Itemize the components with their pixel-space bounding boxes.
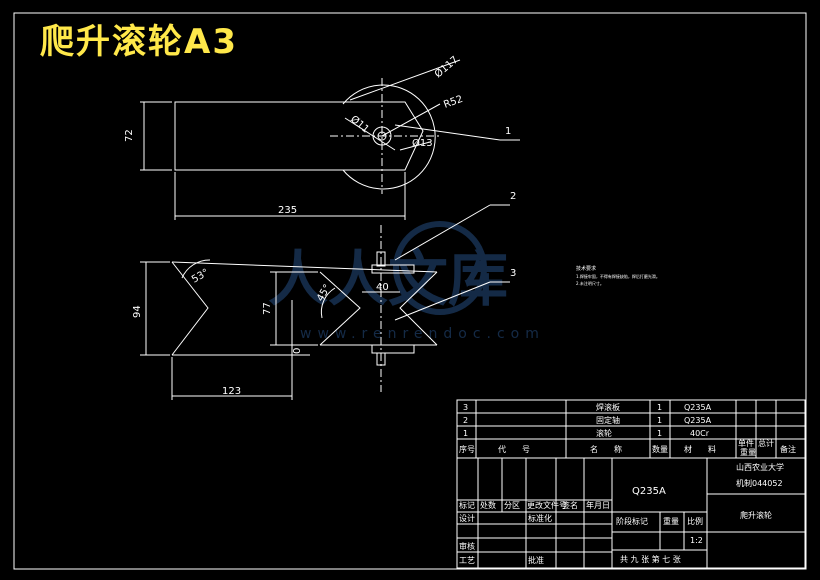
svg-text:名 称: 名 称 [590, 444, 622, 454]
technical-notes: 技术要求 1.焊接牢固，不得有焊接缺陷，焊后打磨光滑。 2.未注明尺寸。 [576, 265, 660, 286]
svg-text:材 料: 材 料 [684, 444, 716, 454]
drawing-title: 爬升滚轮A3 [40, 22, 238, 62]
org-line1: 山西农业大学 [736, 462, 784, 472]
dim-radius: R52 [442, 94, 464, 111]
notes-line1: 1.焊接牢固，不得有焊接缺陷，焊后打磨光滑。 [576, 273, 660, 279]
dim-height-top: 72 [124, 129, 135, 142]
svg-text:重量: 重量 [740, 447, 756, 457]
svg-text:分区: 分区 [504, 501, 520, 510]
org-line2: 机制044052 [736, 478, 783, 488]
watermark-text: 人人文库 [268, 245, 508, 315]
dim-angle-left: 53° [190, 267, 211, 285]
watermark-url: www.renrendoc.com [300, 326, 545, 342]
svg-text:总计: 总计 [758, 438, 774, 448]
svg-text:1: 1 [657, 429, 662, 438]
dim-77: 77 [262, 302, 273, 315]
svg-text:标记: 标记 [459, 500, 475, 510]
svg-text:1: 1 [657, 416, 662, 425]
part-row-2: 2 固定轴 1 Q235A [463, 415, 712, 425]
svg-text:设计: 设计 [459, 513, 475, 523]
notes-title: 技术要求 [576, 265, 596, 272]
svg-text:重量: 重量 [663, 516, 679, 526]
svg-text:工艺: 工艺 [459, 556, 475, 565]
dim-height-front: 94 [132, 305, 143, 318]
drawing-name: 爬升滚轮 [740, 510, 772, 520]
drawing-border [13, 12, 807, 570]
svg-text:3: 3 [463, 403, 468, 412]
dim-outer-dia: Ø117 [432, 54, 460, 81]
dim-width: 40 [376, 282, 389, 293]
svg-text:备注: 备注 [780, 444, 796, 454]
part-row-3: 3 焊滚板 1 Q235A [463, 402, 712, 412]
dim-length: 235 [278, 205, 297, 216]
svg-text:批准: 批准 [528, 555, 544, 565]
parts-list-text: 3 焊滚板 1 Q235A 2 固定轴 1 Q235A 1 滚轮 1 40Cr … [459, 402, 796, 457]
svg-text:年月日: 年月日 [586, 500, 610, 510]
svg-text:1: 1 [463, 429, 468, 438]
svg-text:更改文件号: 更改文件号 [527, 500, 567, 510]
svg-text:阶段标记: 阶段标记 [616, 516, 648, 526]
svg-text:数量: 数量 [652, 444, 668, 454]
svg-text:40Cr: 40Cr [690, 429, 710, 438]
leader-2: 2 [510, 191, 516, 202]
svg-text:Q235A: Q235A [684, 416, 712, 425]
leader-1: 1 [505, 126, 511, 137]
svg-text:代 号: 代 号 [498, 444, 530, 454]
top-view [140, 59, 520, 220]
sheet-count: 共 九 张 第 七 张 [620, 554, 681, 564]
svg-text:1: 1 [657, 403, 662, 412]
dim-123: 123 [222, 386, 241, 397]
material-cell: Q235A [632, 486, 666, 497]
svg-text:焊滚板: 焊滚板 [596, 402, 620, 412]
svg-text:固定轴: 固定轴 [596, 415, 620, 425]
parts-header: 序号 代 号 名 称 数量 材 料 单件 总计 重量 备注 [459, 438, 796, 457]
title-block-text: Q235A 山西农业大学 机制044052 爬升滚轮 标记 处数 分区 更改文件… [459, 462, 784, 565]
svg-text:滚轮: 滚轮 [596, 428, 612, 438]
svg-text:标准化: 标准化 [528, 513, 552, 523]
front-view [140, 204, 510, 400]
svg-text:处数: 处数 [480, 500, 496, 510]
svg-text:签名: 签名 [562, 500, 578, 510]
part-row-1: 1 滚轮 1 40Cr [463, 428, 710, 438]
dim-hub: Ø13 [412, 137, 433, 149]
svg-text:2: 2 [463, 416, 468, 425]
scale: 1:2 [690, 536, 703, 545]
svg-text:比例: 比例 [687, 516, 703, 526]
leader-3: 3 [510, 268, 516, 279]
svg-text:单件: 单件 [738, 438, 754, 448]
watermark: 人人文库 www.renrendoc.com [268, 221, 545, 342]
top-view-labels: 72 235 Ø117 R52 Ø11 Ø13 1 [124, 54, 511, 216]
svg-text:序号: 序号 [459, 444, 475, 454]
svg-text:审核: 审核 [459, 541, 475, 551]
svg-text:Q235A: Q235A [684, 403, 712, 412]
title-block [456, 457, 806, 569]
notes-line2: 2.未注明尺寸。 [576, 280, 604, 286]
dim-0: 0 [292, 348, 303, 354]
